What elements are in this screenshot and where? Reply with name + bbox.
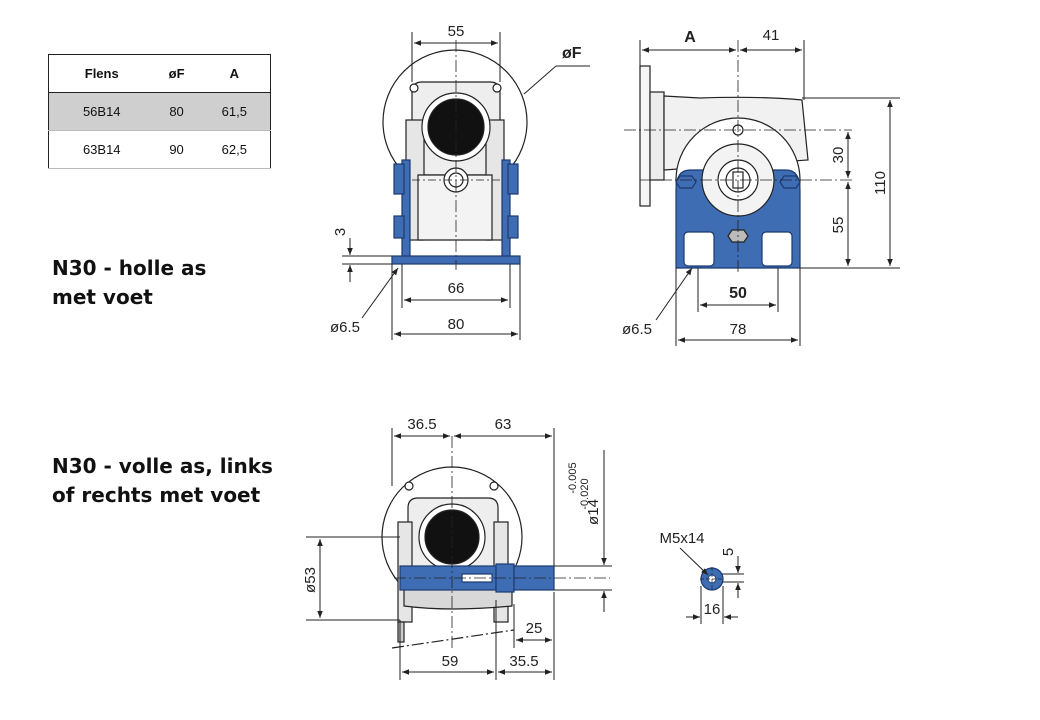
table-cell: 61,5 — [198, 92, 271, 131]
dim-55-front: 55 — [448, 23, 465, 40]
table-cell: 90 — [154, 130, 199, 169]
heading-solid-shaft: N30 - volle as, links of rechts met voet — [52, 452, 273, 510]
dim-hole-front: ø6.5 — [330, 319, 360, 336]
dim-55-side: 55 — [830, 217, 847, 234]
dim-3: 3 — [332, 228, 349, 236]
heading-line: N30 - volle as, links — [52, 454, 273, 478]
dim-110: 110 — [872, 171, 889, 195]
shaft-end-detail — [679, 547, 744, 624]
side-view-dimensions — [639, 40, 900, 346]
dim-30: 30 — [830, 147, 847, 164]
dim-35-5: 35.5 — [509, 653, 538, 670]
dim-63: 63 — [495, 416, 512, 433]
dim-diameter-f: øF — [562, 45, 582, 62]
heading-line: of rechts met voet — [52, 483, 261, 507]
dim-25: 25 — [526, 620, 543, 637]
thread-label: M5x14 — [659, 530, 704, 547]
table-cell: 62,5 — [198, 130, 271, 169]
col-header-a: A — [198, 54, 271, 93]
side-view-drawing — [624, 40, 852, 272]
dim-50: 50 — [729, 285, 747, 302]
table-cell: 80 — [154, 92, 199, 131]
table-cell: 63B14 — [48, 130, 155, 169]
dim-diameter-14: ø14 — [585, 499, 602, 525]
dim-78: 78 — [730, 321, 747, 338]
solid-shaft-dimensions — [306, 428, 612, 680]
col-header-diameter-f: øF — [154, 54, 199, 93]
col-header-flens: Flens — [48, 54, 155, 93]
dim-a: A — [684, 29, 696, 46]
dim-59: 59 — [442, 653, 459, 670]
dim-66: 66 — [448, 280, 465, 297]
front-view-drawing — [382, 40, 528, 270]
heading-hollow-shaft: N30 - holle as met voet — [52, 254, 206, 312]
dim-hole-side: ø6.5 — [622, 321, 652, 338]
dim-80: 80 — [448, 316, 465, 333]
tolerance-lower: -0.020 — [579, 478, 591, 509]
tolerance-upper: -0.005 — [567, 462, 579, 493]
front-view-dimensions — [342, 32, 590, 340]
dim-diameter-53: ø53 — [302, 567, 319, 593]
dim-36-5: 36.5 — [407, 416, 436, 433]
heading-line: met voet — [52, 285, 153, 309]
dim-5: 5 — [720, 548, 737, 556]
heading-line: N30 - holle as — [52, 256, 207, 280]
table-cell: 56B14 — [48, 92, 155, 131]
flange-table: Flens øF A 56B14 80 61,5 63B14 90 62,5 — [48, 54, 271, 169]
dim-16: 16 — [704, 601, 721, 618]
table-header-row: Flens øF A — [48, 54, 271, 93]
solid-shaft-drawing — [381, 436, 610, 650]
table-row: 56B14 80 61,5 — [48, 92, 271, 131]
dim-41: 41 — [763, 27, 780, 44]
table-row: 63B14 90 62,5 — [48, 130, 271, 169]
